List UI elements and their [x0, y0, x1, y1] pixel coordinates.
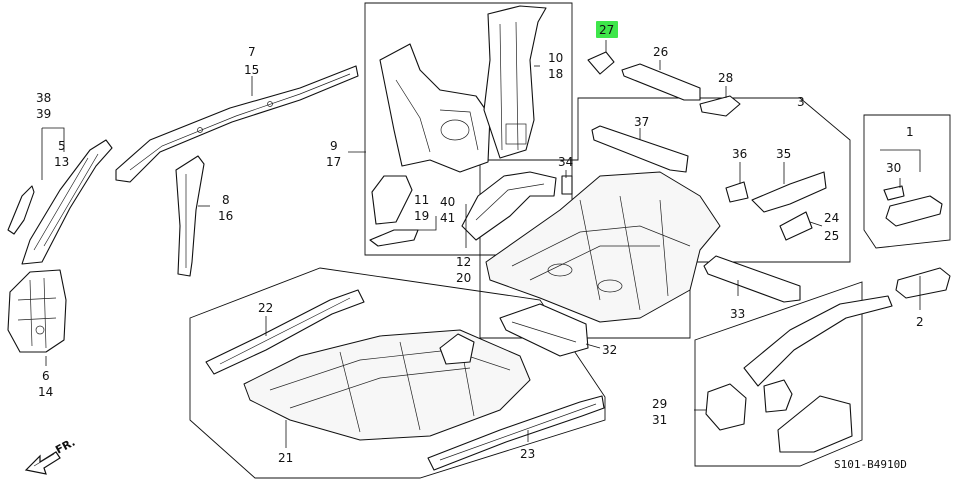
callout-13: 13	[54, 155, 69, 169]
part-rear-panel-10-18	[483, 5, 547, 159]
part-side-pillar-6-14	[7, 269, 67, 353]
callout-10: 10	[548, 51, 563, 65]
callout-28: 28	[718, 71, 733, 85]
part-front-pillar-5-13	[21, 139, 113, 265]
callout-11: 11	[414, 193, 429, 207]
part-crossmember-29-31	[705, 295, 893, 453]
frame-front-floor-group	[189, 267, 606, 479]
part-bracket-35	[751, 171, 827, 213]
callout-21: 21	[278, 451, 293, 465]
part-bracket-40-41	[369, 229, 419, 247]
callout-35: 35	[776, 147, 791, 161]
diagram-code: S101-B4910D	[834, 458, 907, 471]
callout-9: 9	[330, 139, 338, 153]
callout-25: 25	[824, 229, 839, 243]
callout-36: 36	[732, 147, 747, 161]
callout-40: 40	[440, 195, 455, 209]
callout-16: 16	[218, 209, 233, 223]
front-direction-arrow-icon	[24, 451, 61, 475]
frame-rear-floor-group	[479, 97, 851, 339]
part-bracket-27	[587, 51, 615, 75]
part-clip-34	[561, 175, 573, 195]
part-roof-rail-7-15	[115, 65, 359, 183]
callout-33: 33	[730, 307, 745, 321]
callout-14: 14	[38, 385, 53, 399]
part-front-floor-21	[243, 329, 531, 441]
callout-1: 1	[906, 125, 914, 139]
part-bracket-36	[725, 181, 749, 203]
part-rear-pillar-inner-9-17	[379, 43, 491, 173]
part-bracket-1-30	[883, 185, 943, 227]
part-side-sill-23	[427, 395, 605, 471]
callout-7: 7	[248, 45, 256, 59]
callout-38: 38	[36, 91, 51, 105]
callout-18: 18	[548, 67, 563, 81]
callout-34: 34	[558, 155, 573, 169]
part-bracket-38-39	[7, 185, 35, 235]
callout-27-highlight	[596, 21, 618, 38]
part-rear-wheelhouse-12-20	[461, 171, 557, 241]
callout-8: 8	[222, 193, 230, 207]
front-direction-label: FR.	[53, 436, 77, 457]
callout-30: 30	[886, 161, 901, 175]
callout-22: 22	[258, 301, 273, 315]
callout-19: 19	[414, 209, 429, 223]
callout-27: 27	[599, 23, 614, 37]
leader-lines	[41, 40, 921, 448]
callout-23: 23	[520, 447, 535, 461]
callout-15: 15	[244, 63, 259, 77]
callout-26: 26	[653, 45, 668, 59]
callout-29: 29	[652, 397, 667, 411]
callout-17: 17	[326, 155, 341, 169]
part-bracket-28	[699, 95, 741, 117]
callout-6: 6	[42, 369, 50, 383]
part-bracket-32	[499, 303, 589, 357]
frame-crossmember-group	[694, 281, 863, 467]
callout-3: 3	[797, 95, 805, 109]
part-rear-floor-3	[485, 171, 721, 323]
part-crossmember-33	[703, 255, 801, 303]
callout-20: 20	[456, 271, 471, 285]
part-center-pillar-8-16	[175, 155, 205, 277]
part-crossmember-37	[591, 125, 689, 173]
callout-2: 2	[916, 315, 924, 329]
callout-39: 39	[36, 107, 51, 121]
callout-24: 24	[824, 211, 839, 225]
part-side-sill-22	[205, 289, 365, 375]
callout-12: 12	[456, 255, 471, 269]
callout-5: 5	[58, 139, 66, 153]
part-wheelhouse-brace-11-19	[371, 175, 413, 225]
callout-31: 31	[652, 413, 667, 427]
callout-41: 41	[440, 211, 455, 225]
frame-side-bracket-group	[863, 114, 951, 249]
part-rail-26	[621, 63, 701, 101]
callout-32: 32	[602, 343, 617, 357]
part-bracket-24-25	[779, 211, 813, 241]
part-bracket-2	[895, 267, 951, 299]
callout-37: 37	[634, 115, 649, 129]
